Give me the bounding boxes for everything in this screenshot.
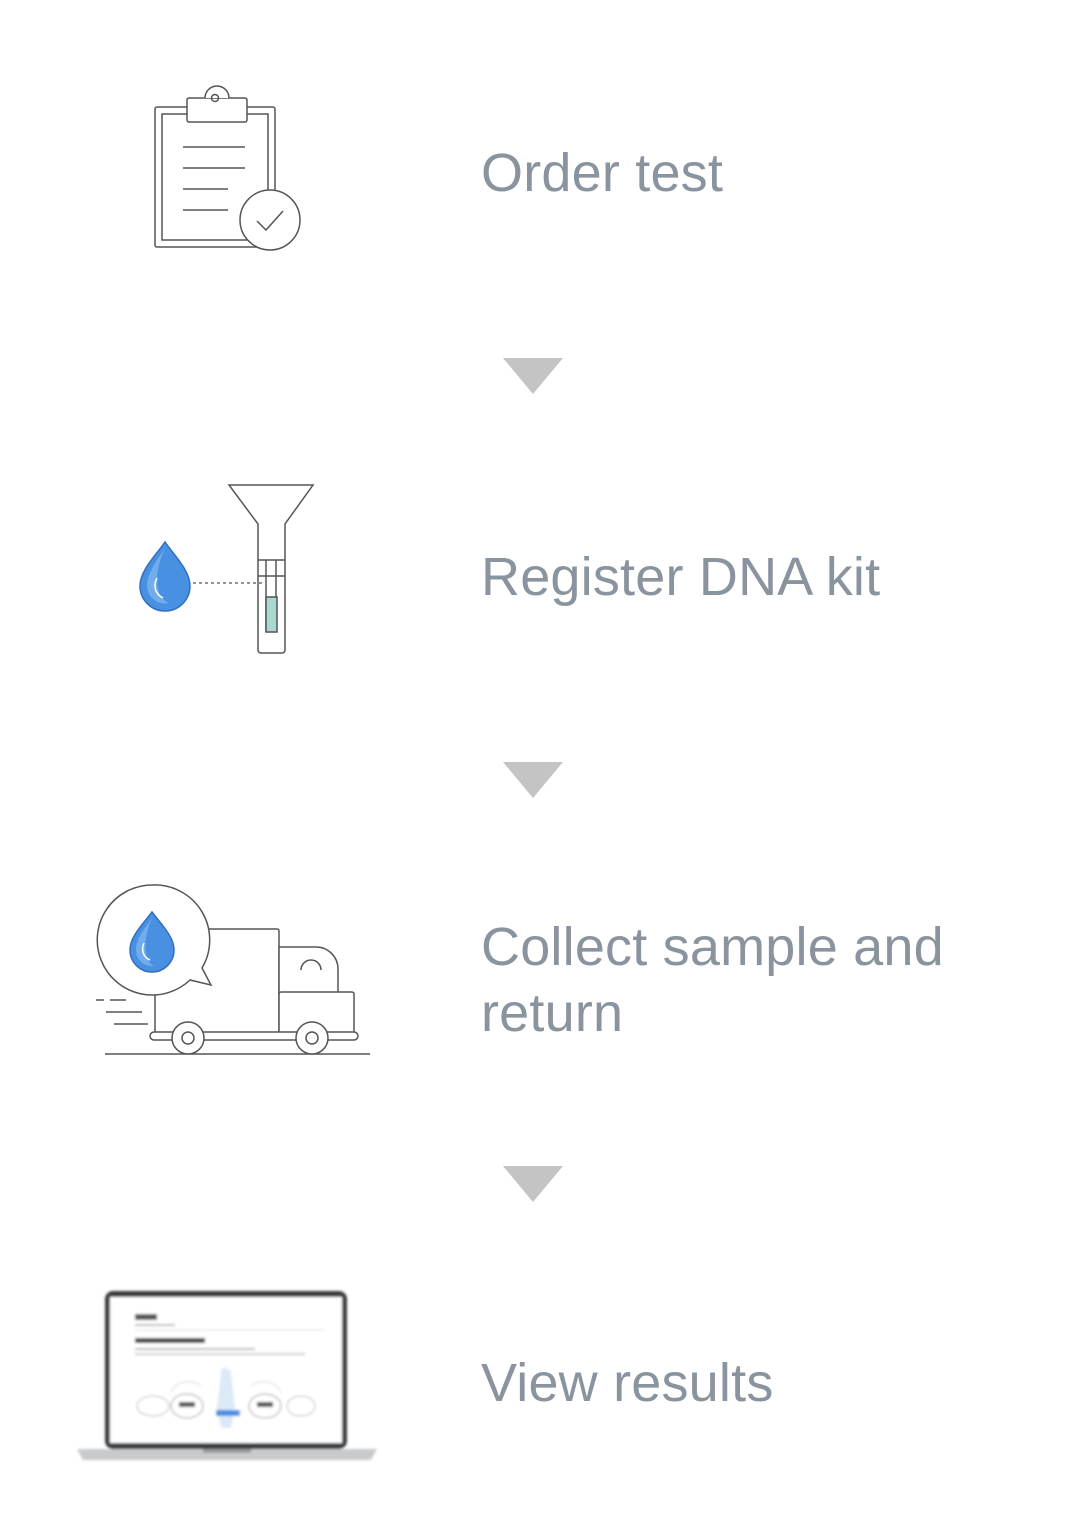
dna-kit-tube-icon <box>135 482 325 662</box>
clipboard-check-icon <box>150 85 310 260</box>
down-triangle-icon <box>503 762 563 798</box>
laptop-results-icon <box>75 1288 380 1466</box>
step-label-order-test: Order test <box>481 143 724 203</box>
step-label-register-dna-kit: Register DNA kit <box>481 547 881 607</box>
step-label-view-results: View results <box>481 1353 774 1413</box>
step-label-collect-sample: Collect sample and return <box>481 917 944 1043</box>
down-triangle-icon <box>503 1166 563 1202</box>
delivery-truck-icon <box>90 882 375 1062</box>
down-triangle-icon <box>503 358 563 394</box>
